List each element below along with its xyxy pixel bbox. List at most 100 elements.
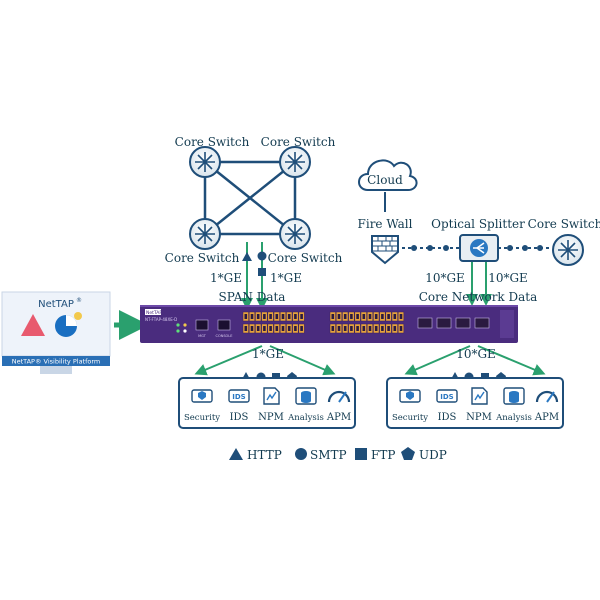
core-speed-label: 10*GE [488,271,528,285]
circle-icon [257,251,267,261]
core-network-data-label: Core Network Data [419,290,538,304]
legend-square-icon [355,448,367,460]
legend-pentagon-icon [401,447,415,460]
sfp-port-slot [244,314,248,319]
sfp-port-bank [242,311,305,334]
sfp-port-bank [329,311,405,334]
sfp-port-slot [300,326,303,331]
nettap-device: NetTAP NT-FTAP-48XE-D MGT CONSOLE [140,305,518,343]
triangle-icon [242,252,252,261]
legend: HTTP SMTP FTP UDP [229,447,447,462]
output-speed-label: 1*GE [252,347,284,361]
legend-circle-icon [295,448,307,460]
ids-icon-text: IDS [440,393,453,401]
tool-label: APM [326,412,351,423]
sfp-port-slot [337,326,341,331]
output-feeds-left [194,345,336,376]
sfp-port-slot [263,326,266,331]
output-speed-label: 10*GE [456,347,496,361]
legend-label-ftp: FTP [371,448,395,462]
sfp-port-slot [250,326,254,331]
status-leds [176,323,187,333]
npm-icon [263,387,280,405]
sfp-port-slot [244,326,248,331]
core-switch-label: Core Switch [261,135,336,149]
fiber-link [402,245,460,251]
qsfp-port [455,317,471,329]
sfp-port-slot [356,326,359,331]
tool-label: Analysis [495,413,532,423]
sfp-port-slot [362,326,366,331]
core-feeds [466,262,492,306]
device-logo: NetTAP [146,310,162,316]
sfp-port-slot [287,326,291,331]
qsfp-port [436,317,452,329]
splitter-icon [459,234,499,262]
ids-icon: IDS [228,389,250,403]
tool-label: NPM [258,412,284,423]
sfp-port-slot [281,314,285,319]
sfp-port-slot [263,314,266,319]
sfp-port-slot [343,326,347,331]
sfp-port-slot [294,326,297,331]
span-speed-label: 1*GE [270,271,302,285]
span-speed-label: 1*GE [210,271,242,285]
sfp-port-slot [374,326,378,331]
mgmt-port [195,319,209,331]
apm-icon [535,390,559,403]
legend-label-smtp: SMTP [310,448,347,462]
output-feeds-right [404,345,546,376]
cloud-icon [358,159,418,191]
tool-label: Security [392,413,428,423]
security-icon [399,389,421,403]
sfp-port-slot [387,314,390,319]
tool-label: IDS [438,412,457,423]
sfp-port-slot [381,326,384,331]
sfp-port-slot [356,314,359,319]
splitter-label: Optical Splitter [431,217,525,231]
sfp-port-slot [350,314,353,319]
sfp-port-slot [343,314,347,319]
sfp-port-slot [269,314,272,319]
sfp-port-slot [368,326,372,331]
visibility-platform-monitor: NetTAP ® NetTAP® Visibility Platform [1,291,111,374]
console-port-label: CONSOLE [216,334,233,338]
security-icon [191,389,213,403]
switch-icon [189,218,221,250]
sfp-port-slot [287,314,291,319]
sfp-port-slot [275,314,279,319]
switch-icon [552,234,584,266]
brand-label: NetTAP [38,299,74,310]
sfp-port-slot [393,314,397,319]
device-side-panel [500,310,514,338]
span-data-label: SPAN Data [219,290,286,304]
qsfp-port [474,317,490,329]
switch-icon [279,146,311,178]
sfp-port-slot [294,314,297,319]
apm-icon [327,390,351,403]
tool-label: IDS [230,412,249,423]
sfp-port-slot [381,314,384,319]
sfp-port-slot [368,314,372,319]
sfp-port-slot [350,326,353,331]
ids-icon: IDS [436,389,458,403]
sfp-port-slot [362,314,366,319]
sfp-port-slot [387,326,390,331]
pie-chart-icon [55,312,82,337]
switch-icon [279,218,311,250]
ids-icon-text: IDS [232,393,245,401]
core-switch-label: Core Switch [268,251,343,265]
legend-triangle-icon [229,448,243,460]
core-speed-label: 10*GE [425,271,465,285]
platform-caption: NetTAP® Visibility Platform [12,358,101,366]
brand-mark: ® [76,297,82,304]
npm-icon [471,387,488,405]
device-model: NT-FTAP-48XE-D [145,317,177,322]
cloud-label: Cloud [367,173,403,187]
analysis-icon [503,387,525,405]
sfp-port-slot [250,314,254,319]
